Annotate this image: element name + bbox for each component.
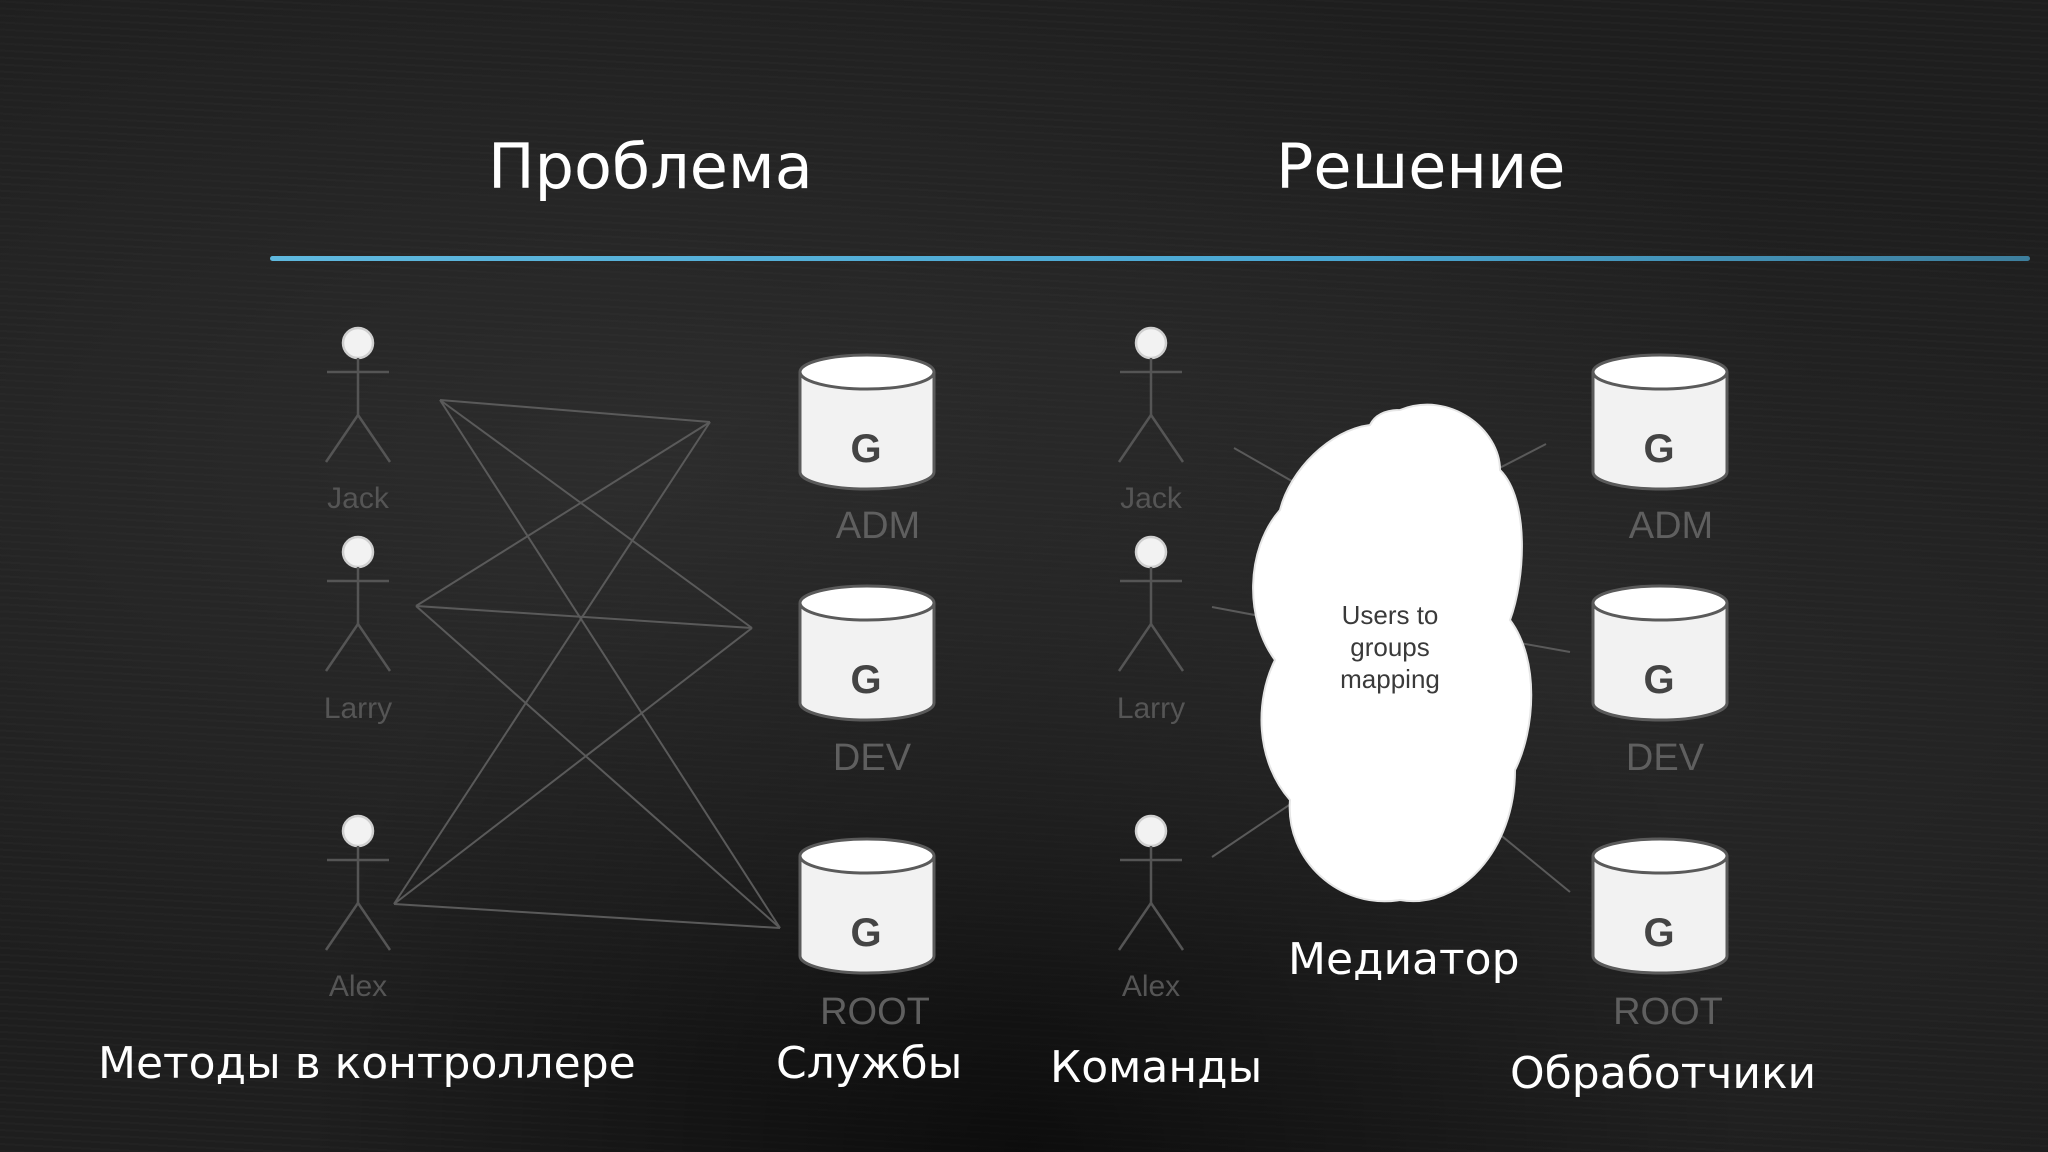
group-cylinder-root-right: G xyxy=(1591,837,1729,975)
group-label: ADM xyxy=(836,505,920,547)
caption-services: Службы xyxy=(776,1038,963,1089)
divider-line xyxy=(270,256,2030,261)
group-letter: G xyxy=(1643,427,1674,471)
person-label: Alex xyxy=(329,970,387,1003)
cloud-text-line2: groups xyxy=(1350,632,1430,662)
mediator-cloud: Users to groups mapping xyxy=(1252,403,1533,903)
caption-handlers: Обработчики xyxy=(1510,1048,1817,1099)
person-label: Larry xyxy=(1117,692,1185,725)
cloud-text-line1: Users to xyxy=(1342,600,1439,630)
group-label: ROOT xyxy=(1613,991,1723,1033)
person-larry-right xyxy=(1117,535,1185,672)
group-label: DEV xyxy=(1626,737,1705,779)
person-jack-right xyxy=(1117,326,1185,463)
heading-problem: Проблема xyxy=(488,130,813,203)
group-label: DEV xyxy=(833,737,912,779)
group-label: ADM xyxy=(1629,505,1713,547)
person-label: Alex xyxy=(1122,970,1180,1003)
caption-commands: Команды xyxy=(1050,1042,1263,1093)
cloud-text-line3: mapping xyxy=(1340,664,1440,694)
person-label: Jack xyxy=(1120,482,1183,515)
group-cylinder-adm-right: G xyxy=(1591,353,1729,491)
group-letter: G xyxy=(1643,658,1674,702)
group-letter: G xyxy=(850,658,881,702)
group-letter: G xyxy=(1643,911,1674,955)
person-alex-right xyxy=(1117,814,1185,951)
group-cylinder-dev-right: G xyxy=(1591,584,1729,722)
caption-controller-methods: Методы в контроллере xyxy=(98,1038,636,1089)
group-cylinder-adm-left: G xyxy=(798,353,936,491)
person-larry-left xyxy=(324,535,392,672)
group-letter: G xyxy=(850,427,881,471)
person-jack-left xyxy=(324,326,392,463)
group-label: ROOT xyxy=(820,991,930,1033)
group-cylinder-root-left: G xyxy=(798,837,936,975)
person-alex-left xyxy=(324,814,392,951)
heading-solution: Решение xyxy=(1276,130,1566,203)
group-letter: G xyxy=(850,911,881,955)
caption-mediator: Медиатор xyxy=(1288,934,1520,985)
person-label: Jack xyxy=(327,482,390,515)
person-label: Larry xyxy=(324,692,392,725)
many-to-many-lines xyxy=(393,399,781,929)
group-cylinder-dev-left: G xyxy=(798,584,936,722)
